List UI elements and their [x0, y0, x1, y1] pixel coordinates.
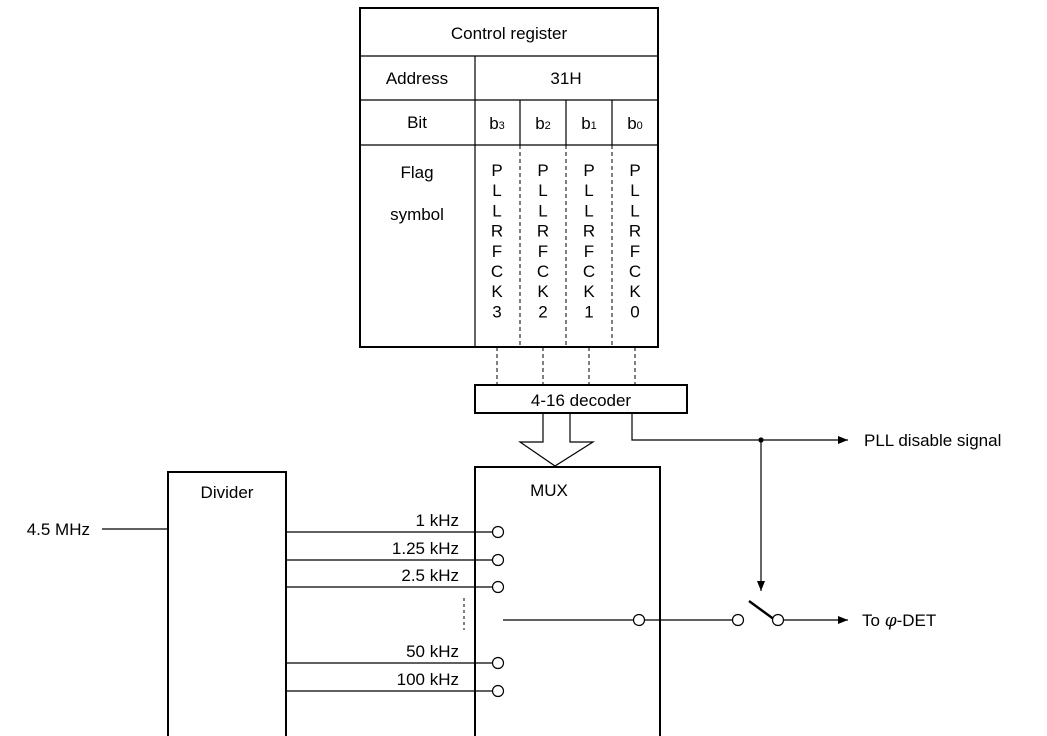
freq-label-2-5khz: 2.5 kHz: [401, 566, 459, 585]
mux-output-path: [503, 600, 848, 624]
register-title: Control register: [451, 24, 568, 43]
bit-header-b1: b1: [581, 114, 597, 133]
switch-terminals: [632, 613, 785, 627]
divider-box: [167, 471, 287, 736]
freq-label-50khz: 50 kHz: [406, 642, 459, 661]
bit-label: Bit: [407, 113, 427, 132]
control-register-table: [359, 7, 659, 348]
flag-label: Flag: [400, 163, 433, 182]
decoder-label: 4-16 decoder: [531, 391, 632, 410]
bit-to-decoder-lines: [496, 347, 636, 385]
pll-disable-line: [631, 413, 848, 591]
decoder-bus-arrow: [518, 413, 596, 467]
bit-header-b2: b2: [535, 114, 551, 133]
mux-box: [474, 466, 661, 736]
bit-header-b0: b0: [627, 114, 643, 133]
address-label: Address: [386, 69, 448, 88]
symbol-label: symbol: [390, 205, 444, 224]
freq-label-1khz: 1 kHz: [416, 511, 459, 530]
frequency-lines: [286, 531, 492, 692]
junction-dot: [758, 437, 764, 443]
divider-label: Divider: [201, 483, 254, 502]
freq-label-1-25khz: 1.25 kHz: [392, 539, 459, 558]
mux-input-terminals: [491, 525, 505, 698]
bit-header-b3: b3: [489, 114, 505, 133]
bit-headers: b3 b2 b1 b0: [489, 114, 643, 133]
decoder-box: [474, 384, 688, 414]
pll-disable-signal-label: PLL disable signal: [864, 431, 1001, 450]
input-frequency-label: 4.5 MHz: [27, 520, 90, 539]
freq-label-100khz: 100 kHz: [397, 670, 459, 689]
mux-label: MUX: [530, 481, 568, 500]
to-phase-detector-label: To φ-DET: [862, 611, 936, 631]
address-value: 31H: [550, 69, 581, 88]
